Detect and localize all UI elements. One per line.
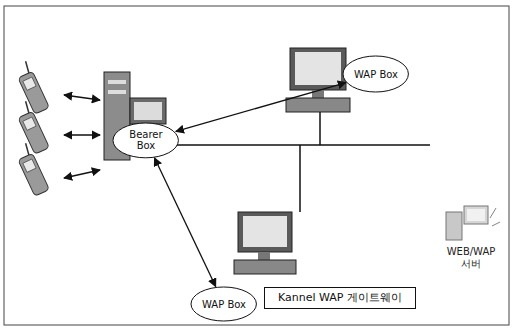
link-arrow bbox=[154, 158, 215, 287]
web-server bbox=[446, 206, 500, 240]
mobile-phone bbox=[13, 100, 49, 154]
node-text: Kannel WAP 게이트웨이 bbox=[278, 292, 402, 304]
network-bus bbox=[165, 112, 430, 212]
node-text: WAP Box bbox=[354, 69, 398, 80]
link-arrow bbox=[176, 83, 346, 132]
gateway-label-box: Kannel WAP 게이트웨이 bbox=[264, 287, 416, 309]
wap-computer bbox=[286, 48, 350, 112]
wap-box-ellipse: WAP Box bbox=[342, 55, 409, 93]
wap-computer bbox=[234, 212, 296, 274]
wap-box-ellipse: WAP Box bbox=[190, 286, 257, 322]
mobile-phone bbox=[13, 142, 49, 196]
node-text: Bearer Box bbox=[124, 129, 168, 151]
bearer-box-ellipse: Bearer Box bbox=[112, 122, 179, 159]
node-text: WAP Box bbox=[202, 299, 246, 310]
radio-link bbox=[64, 95, 100, 178]
mobile-phone bbox=[13, 60, 49, 114]
server-label: WEB/WAP 서버 bbox=[442, 246, 500, 270]
frame bbox=[4, 6, 509, 325]
